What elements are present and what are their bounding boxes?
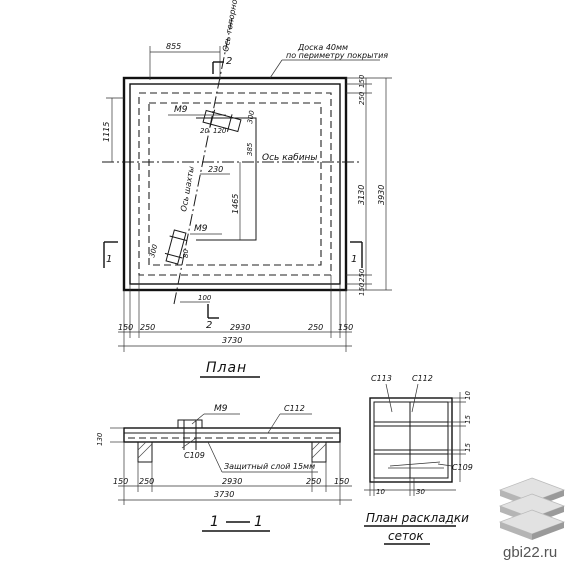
watermark-text: gbi22.ru xyxy=(503,544,557,561)
mesh-dim-right-3: 15 xyxy=(464,443,472,452)
plan-bottom-dim-2: 250 xyxy=(140,323,155,332)
mesh-title-2: сеток xyxy=(388,529,424,543)
section-bottom-dim-4: 250 xyxy=(306,477,321,486)
board-note-1: Доска 40мм xyxy=(297,43,348,52)
stacked-slabs-icon xyxy=(498,477,566,540)
section-bottom-dim-1: 150 xyxy=(113,477,128,486)
mesh-dim-right-2: 15 xyxy=(464,415,472,424)
plan-right-dim-1: 150 xyxy=(358,74,366,88)
plan-dim-1465: 1465 xyxy=(231,194,240,214)
plan-bottom-dim-5: 150 xyxy=(338,323,353,332)
plan-right-dim-3: 3130 xyxy=(357,185,366,205)
plan-right-dim-6: 150 xyxy=(358,282,366,296)
plan-m9-bottom: М9 xyxy=(194,224,208,234)
mesh-layout-view: С113 С112 С109 10 15 15 10 30 План раскл… xyxy=(364,374,473,545)
plan-bottom-dim-4: 250 xyxy=(308,323,323,332)
plan-dim-100: 100 xyxy=(198,294,212,302)
plan-dim-385: 385 xyxy=(246,142,254,156)
plan-dim-855: 855 xyxy=(166,42,181,51)
plan-dim-120: 120 xyxy=(213,127,227,135)
plan-dim-1115: 1115 xyxy=(102,122,111,142)
section-bottom-dim-2: 250 xyxy=(139,477,154,486)
section-title-left: 1 xyxy=(210,514,220,530)
mesh-dim-right-1: 10 xyxy=(464,391,472,400)
plan-m9-top: М9 xyxy=(174,105,188,115)
plan-right-dim-2: 250 xyxy=(358,91,366,105)
section-marker-1-right: 1 xyxy=(351,254,357,265)
section-marker-1-left: 1 xyxy=(106,254,112,265)
plan-bottom-dim-1: 150 xyxy=(118,323,133,332)
axis-tank-label: Ось топорного xyxy=(221,0,241,52)
section-c112: С112 xyxy=(284,404,305,413)
board-note-2: по периметру покрытия xyxy=(286,51,388,60)
section-c109: С109 xyxy=(184,451,205,460)
plan-view: 855 2 Ось топорного Доска 40мм по периме… xyxy=(102,0,392,378)
mesh-title-1: План раскладки xyxy=(366,511,469,525)
section-marker-2-top: 2 xyxy=(226,56,232,67)
plan-right-dim-5: 250 xyxy=(358,268,366,282)
section-protect: Защитный слой 15мм xyxy=(224,462,315,471)
mesh-c112: С112 xyxy=(412,374,433,383)
section-marker-2-bottom: 2 xyxy=(206,320,212,331)
plan-dim-230: 230 xyxy=(208,165,223,174)
section-m9: М9 xyxy=(214,404,228,414)
plan-overall-dim: 3730 xyxy=(222,336,242,345)
mesh-dim-bottom-1: 10 xyxy=(376,488,385,496)
plan-dim-80: 80 xyxy=(182,249,190,258)
watermark-logo: gbi22.ru xyxy=(498,477,566,561)
mesh-c109: С109 xyxy=(452,463,473,472)
plan-dim-300-a: 300 xyxy=(246,109,256,124)
plan-title: План xyxy=(206,360,247,376)
mesh-dim-bottom-2: 30 xyxy=(416,488,425,496)
section-title-right: 1 xyxy=(254,514,264,530)
plan-right-dim-4: 3930 xyxy=(377,185,386,205)
axis-cabin-label: Ось кабины xyxy=(262,153,318,163)
axis-shaft-label: Ось шахты xyxy=(179,166,196,213)
section-view: 130 М9 С112 С109 Защитный слой 15мм 150 … xyxy=(96,404,352,532)
section-bottom-dim-5: 150 xyxy=(334,477,349,486)
section-overall-dim: 3730 xyxy=(214,490,234,499)
plan-bottom-dim-3: 2930 xyxy=(230,323,250,332)
mesh-c113: С113 xyxy=(371,374,392,383)
plan-dim-20: 20 xyxy=(200,127,209,135)
plan-dim-300-b: 300 xyxy=(148,243,159,259)
section-bottom-dim-3: 2930 xyxy=(222,477,242,486)
section-dim-130: 130 xyxy=(96,432,104,446)
